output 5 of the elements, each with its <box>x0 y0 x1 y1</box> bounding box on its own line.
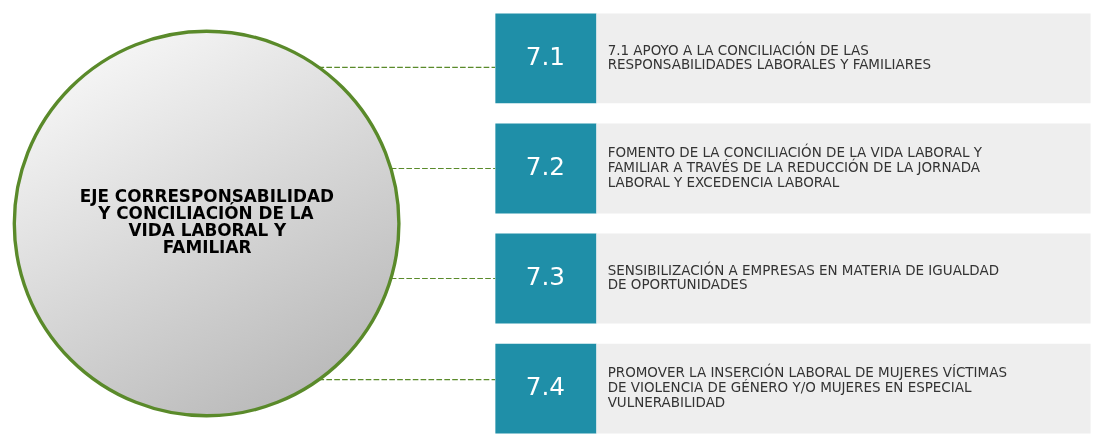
connector <box>318 66 496 68</box>
connector <box>318 378 496 380</box>
node-circle: EJE CORRESPONSABILIDAD Y CONCILIACIÓN DE LA VIDA LABORAL Y FAMILIAR <box>12 29 401 417</box>
connector <box>390 277 496 279</box>
connector <box>390 167 496 169</box>
